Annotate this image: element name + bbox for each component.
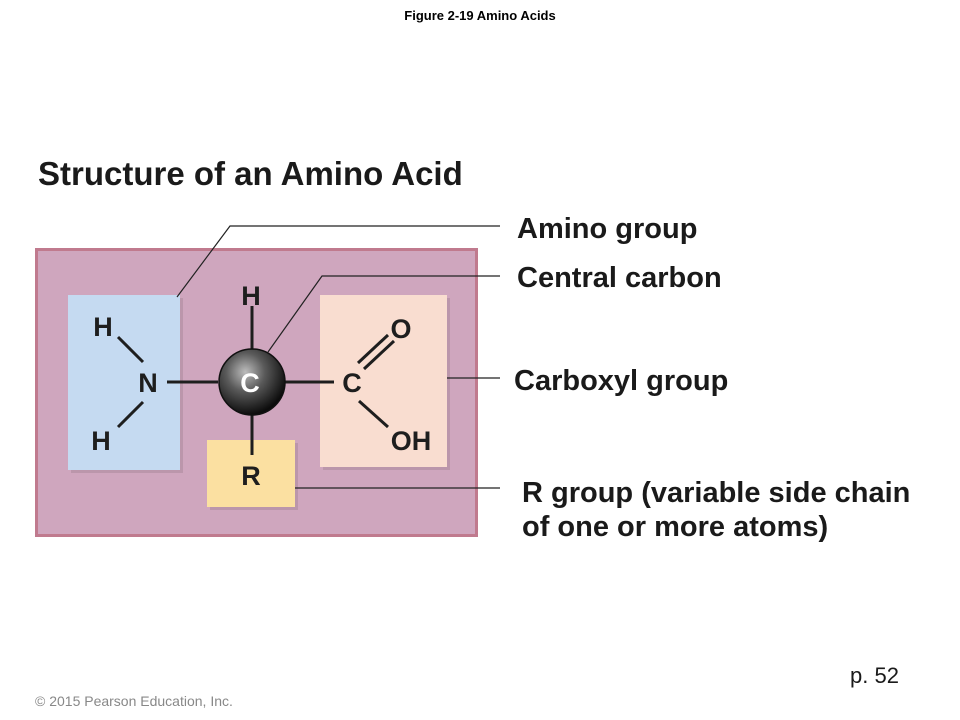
central-carbon-label: C [240, 368, 260, 398]
slide-title: Structure of an Amino Acid [38, 155, 463, 192]
amino-h-top-label: H [93, 312, 113, 342]
r-group-label-line1: R group (variable side chain [522, 477, 911, 509]
carboxyl-o-label: O [390, 314, 411, 344]
copyright-notice: © 2015 Pearson Education, Inc. [35, 693, 233, 709]
page-number: p. 52 [850, 663, 899, 688]
carboxyl-group-box [320, 295, 447, 467]
top-h-label: H [241, 281, 261, 311]
r-group-label-line2: of one or more atoms) [522, 511, 829, 543]
carboxyl-group-label: Carboxyl group [514, 365, 729, 397]
r-label: R [241, 461, 261, 491]
carboxyl-c-label: C [342, 368, 362, 398]
figure-caption: Figure 2-19 Amino Acids [404, 8, 556, 23]
central-carbon-label-text: Central carbon [517, 262, 722, 294]
central-carbon-sphere [218, 348, 286, 416]
amino-leader-line [176, 225, 500, 298]
r-group-label: R group (variable side chain of one or m… [522, 476, 910, 544]
leader-lines [176, 225, 500, 489]
amino-group-label: Amino group [517, 213, 698, 245]
amino-group-box [68, 295, 180, 470]
carboxyl-oh-label: OH [391, 426, 432, 456]
amino-n-label: N [138, 368, 158, 398]
central-carbon-leader-line [267, 275, 500, 353]
bonds [116, 306, 396, 455]
amino-h-bottom-label: H [91, 426, 111, 456]
